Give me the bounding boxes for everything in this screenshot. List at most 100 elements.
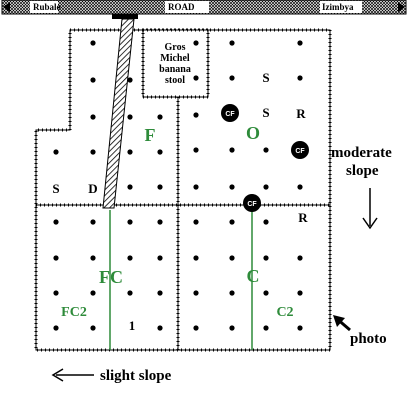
banana-plant-dot bbox=[53, 255, 59, 261]
banana-plant-dot bbox=[263, 184, 269, 190]
road-left-place: Rubale bbox=[33, 2, 61, 12]
banana-plant-dot bbox=[297, 184, 303, 190]
banana-plant-dot bbox=[193, 147, 199, 153]
banana-plant-dot bbox=[229, 184, 235, 190]
photo-arrow-icon bbox=[333, 315, 351, 332]
road-right-place: Izimbya bbox=[322, 2, 354, 12]
banana-plant-dot bbox=[193, 255, 199, 261]
banana-plant-dot bbox=[193, 325, 199, 331]
cf-marker-label: CF bbox=[295, 148, 305, 155]
banana-plant-dot bbox=[263, 290, 269, 296]
marker-s-top: S bbox=[262, 70, 269, 85]
banana-plant-dot bbox=[90, 77, 96, 83]
banana-plant-dot bbox=[297, 290, 303, 296]
banana-plant-dot bbox=[53, 325, 59, 331]
cf-marker-label: CF bbox=[247, 201, 257, 208]
road-center-label: ROAD bbox=[168, 2, 195, 12]
banana-plant-dot bbox=[90, 325, 96, 331]
slight-slope-label: slight slope bbox=[100, 368, 172, 384]
banana-plant-dot bbox=[229, 219, 235, 225]
banana-plant-dot bbox=[90, 290, 96, 296]
gate-bar bbox=[112, 14, 138, 19]
photo-label: photo bbox=[350, 331, 387, 347]
banana-plant-dot bbox=[53, 149, 59, 155]
field-boundary bbox=[34, 28, 332, 352]
moderate-slope-line-2: slope bbox=[346, 163, 379, 179]
plot-label-o: O bbox=[246, 123, 260, 143]
marker-one: 1 bbox=[129, 318, 136, 333]
plot-label-fc2: FC2 bbox=[61, 305, 87, 320]
road-left-arrow-icon bbox=[3, 2, 10, 12]
left-arrow-icon bbox=[51, 368, 94, 382]
banana-plant-dot bbox=[193, 290, 199, 296]
banana-plant-dot bbox=[193, 112, 199, 118]
road-right-arrow-icon bbox=[398, 2, 405, 12]
stool-label-line-3: banana bbox=[159, 64, 191, 75]
banana-plant-dot bbox=[229, 147, 235, 153]
road-left-label-bg bbox=[30, 1, 58, 13]
banana-plant-dot bbox=[90, 114, 96, 120]
banana-plant-dot bbox=[229, 40, 235, 46]
banana-plant-dot bbox=[157, 290, 163, 296]
marker-r-top: R bbox=[296, 106, 306, 121]
banana-plant-dot bbox=[297, 75, 303, 81]
banana-plant-dot bbox=[90, 255, 96, 261]
banana-plant-dot bbox=[53, 290, 59, 296]
cf-marker: CF bbox=[291, 141, 309, 159]
banana-plant-dot bbox=[263, 255, 269, 261]
banana-plant-dot bbox=[127, 290, 133, 296]
banana-plant-dot bbox=[229, 290, 235, 296]
banana-plant-dot bbox=[157, 184, 163, 190]
banana-plant-dot bbox=[193, 219, 199, 225]
banana-plants bbox=[53, 40, 303, 331]
stool-label-line-1: Gros bbox=[165, 42, 186, 53]
banana-plant-dot bbox=[263, 219, 269, 225]
road-right-label-bg bbox=[320, 1, 362, 13]
banana-plant-dot bbox=[157, 325, 163, 331]
banana-plant-dot bbox=[90, 149, 96, 155]
banana-plant-dot bbox=[193, 184, 199, 190]
cf-marker: CF bbox=[221, 104, 239, 122]
banana-plant-dot bbox=[297, 255, 303, 261]
stool-label-line-2: Michel bbox=[160, 53, 190, 64]
banana-plant-dot bbox=[157, 255, 163, 261]
road: Rubale ROAD Izimbya bbox=[1, 0, 407, 15]
banana-plant-dot bbox=[297, 325, 303, 331]
banana-plant-dot bbox=[157, 149, 163, 155]
down-arrow-icon bbox=[362, 188, 378, 230]
banana-plant-dot bbox=[127, 77, 133, 83]
stool-label-line-4: stool bbox=[165, 75, 185, 86]
plot-label-fc: FC bbox=[99, 267, 123, 287]
plot-label-c: C bbox=[247, 266, 260, 286]
banana-plant-dot bbox=[297, 40, 303, 46]
marker-s-mid: S bbox=[262, 105, 269, 120]
banana-plant-dot bbox=[157, 114, 163, 120]
banana-plant-dot bbox=[229, 325, 235, 331]
footpath bbox=[102, 18, 135, 209]
plot-label-f: F bbox=[145, 125, 156, 145]
plot-dividers bbox=[36, 97, 330, 350]
banana-plant-dot bbox=[229, 255, 235, 261]
banana-plant-dot bbox=[127, 149, 133, 155]
marker-d: D bbox=[88, 181, 97, 196]
banana-plant-dot bbox=[193, 40, 199, 46]
gros-michel-stool-box: Gros Michel banana stool bbox=[141, 28, 210, 99]
banana-plant-dot bbox=[53, 219, 59, 225]
banana-plant-dot bbox=[127, 114, 133, 120]
banana-plant-dot bbox=[157, 219, 163, 225]
road-center-label-bg bbox=[165, 1, 209, 13]
banana-plant-dot bbox=[193, 75, 199, 81]
banana-plant-dot bbox=[127, 184, 133, 190]
banana-plant-dot bbox=[90, 219, 96, 225]
banana-plant-dot bbox=[229, 75, 235, 81]
plot-label-c2: C2 bbox=[276, 305, 293, 320]
cf-marker-label: CF bbox=[225, 111, 235, 118]
banana-plant-dot bbox=[127, 255, 133, 261]
marker-s-left: S bbox=[52, 181, 59, 196]
moderate-slope-line-1: moderate bbox=[331, 145, 392, 161]
banana-plant-dot bbox=[90, 40, 96, 46]
banana-plant-dot bbox=[127, 219, 133, 225]
banana-plant-dot bbox=[263, 325, 269, 331]
